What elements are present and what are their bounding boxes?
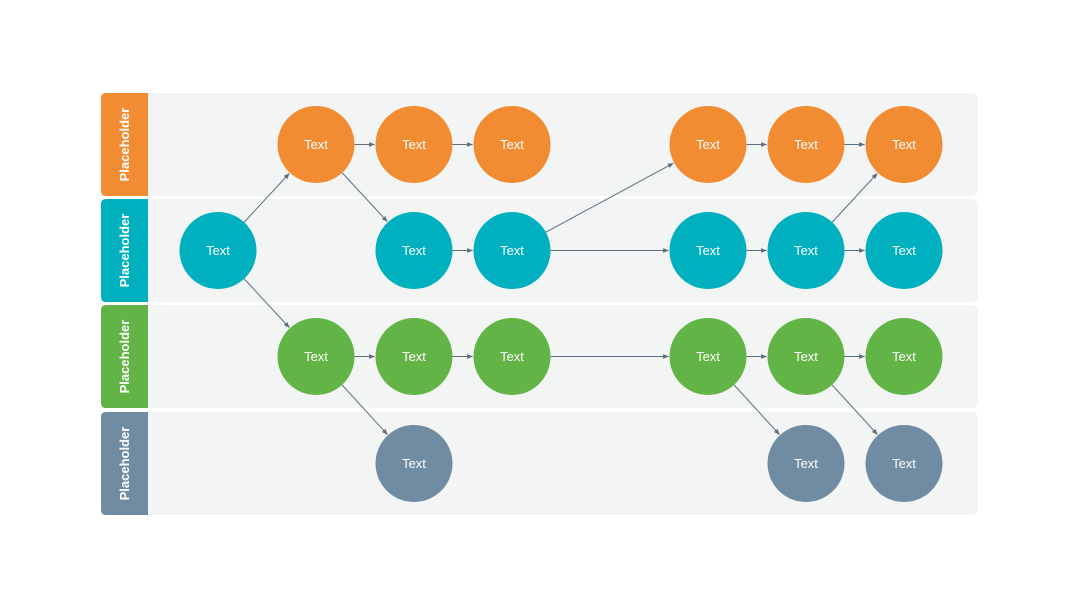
lane-tab (101, 412, 148, 515)
node-o5[interactable]: Text (767, 106, 845, 183)
connector-t1-o1 (243, 173, 290, 223)
node-circle[interactable] (865, 425, 943, 502)
node-o1[interactable]: Text (277, 106, 355, 183)
node-label: Text (696, 137, 720, 152)
node-circle[interactable] (865, 212, 943, 289)
node-label: Text (794, 137, 818, 152)
node-label: Text (794, 456, 818, 471)
connector-g4-s2 (733, 384, 780, 435)
lane-label: Placeholder (117, 320, 132, 394)
node-o2[interactable]: Text (375, 106, 453, 183)
node-circle[interactable] (865, 318, 943, 395)
node-label: Text (402, 137, 426, 152)
node-circle[interactable] (767, 106, 845, 183)
node-g1[interactable]: Text (277, 318, 355, 395)
node-s3[interactable]: Text (865, 425, 943, 502)
node-label: Text (500, 137, 524, 152)
connectors (243, 142, 878, 435)
node-circle[interactable] (277, 318, 355, 395)
node-t2[interactable]: Text (375, 212, 453, 289)
connector-g5-s3 (831, 384, 878, 435)
node-circle[interactable] (473, 106, 551, 183)
node-o6[interactable]: Text (865, 106, 943, 183)
node-circle[interactable] (865, 106, 943, 183)
node-circle[interactable] (669, 318, 747, 395)
node-g2[interactable]: Text (375, 318, 453, 395)
node-circle[interactable] (375, 425, 453, 502)
node-circle[interactable] (473, 318, 551, 395)
node-label: Text (696, 243, 720, 258)
lane-tab (101, 199, 148, 302)
node-circle[interactable] (669, 212, 747, 289)
node-s2[interactable]: Text (767, 425, 845, 502)
node-g3[interactable]: Text (473, 318, 551, 395)
node-g6[interactable]: Text (865, 318, 943, 395)
node-t5[interactable]: Text (767, 212, 845, 289)
node-t6[interactable]: Text (865, 212, 943, 289)
node-label: Text (402, 456, 426, 471)
node-circle[interactable] (669, 106, 747, 183)
node-label: Text (402, 243, 426, 258)
connector-t1-g1 (243, 278, 290, 328)
node-label: Text (206, 243, 230, 258)
connector-o1-t2 (341, 172, 388, 222)
node-g4[interactable]: Text (669, 318, 747, 395)
lane-background (101, 412, 978, 515)
node-label: Text (696, 349, 720, 364)
lane-slate: Placeholder (101, 412, 978, 515)
node-circle[interactable] (375, 318, 453, 395)
connector-t5-o6 (831, 173, 878, 223)
lane-label: Placeholder (117, 108, 132, 182)
node-circle[interactable] (767, 425, 845, 502)
lane-label: Placeholder (117, 214, 132, 288)
node-label: Text (794, 349, 818, 364)
node-g5[interactable]: Text (767, 318, 845, 395)
node-s1[interactable]: Text (375, 425, 453, 502)
node-circle[interactable] (473, 212, 551, 289)
lane-tab (101, 305, 148, 408)
node-label: Text (304, 349, 328, 364)
node-label: Text (892, 349, 916, 364)
node-circle[interactable] (767, 212, 845, 289)
node-label: Text (500, 349, 524, 364)
node-t3[interactable]: Text (473, 212, 551, 289)
node-circle[interactable] (767, 318, 845, 395)
node-label: Text (892, 456, 916, 471)
node-circle[interactable] (375, 106, 453, 183)
node-o3[interactable]: Text (473, 106, 551, 183)
node-circle[interactable] (179, 212, 257, 289)
node-t4[interactable]: Text (669, 212, 747, 289)
node-label: Text (304, 137, 328, 152)
node-label: Text (892, 243, 916, 258)
node-label: Text (402, 349, 426, 364)
node-circle[interactable] (375, 212, 453, 289)
node-label: Text (794, 243, 818, 258)
connector-g1-s1 (341, 384, 388, 435)
node-t1[interactable]: Text (179, 212, 257, 289)
lane-label: Placeholder (117, 427, 132, 501)
node-o4[interactable]: Text (669, 106, 747, 183)
lane-tab (101, 93, 148, 196)
node-label: Text (892, 137, 916, 152)
node-label: Text (500, 243, 524, 258)
node-circle[interactable] (277, 106, 355, 183)
connector-t3-o4 (545, 162, 674, 233)
